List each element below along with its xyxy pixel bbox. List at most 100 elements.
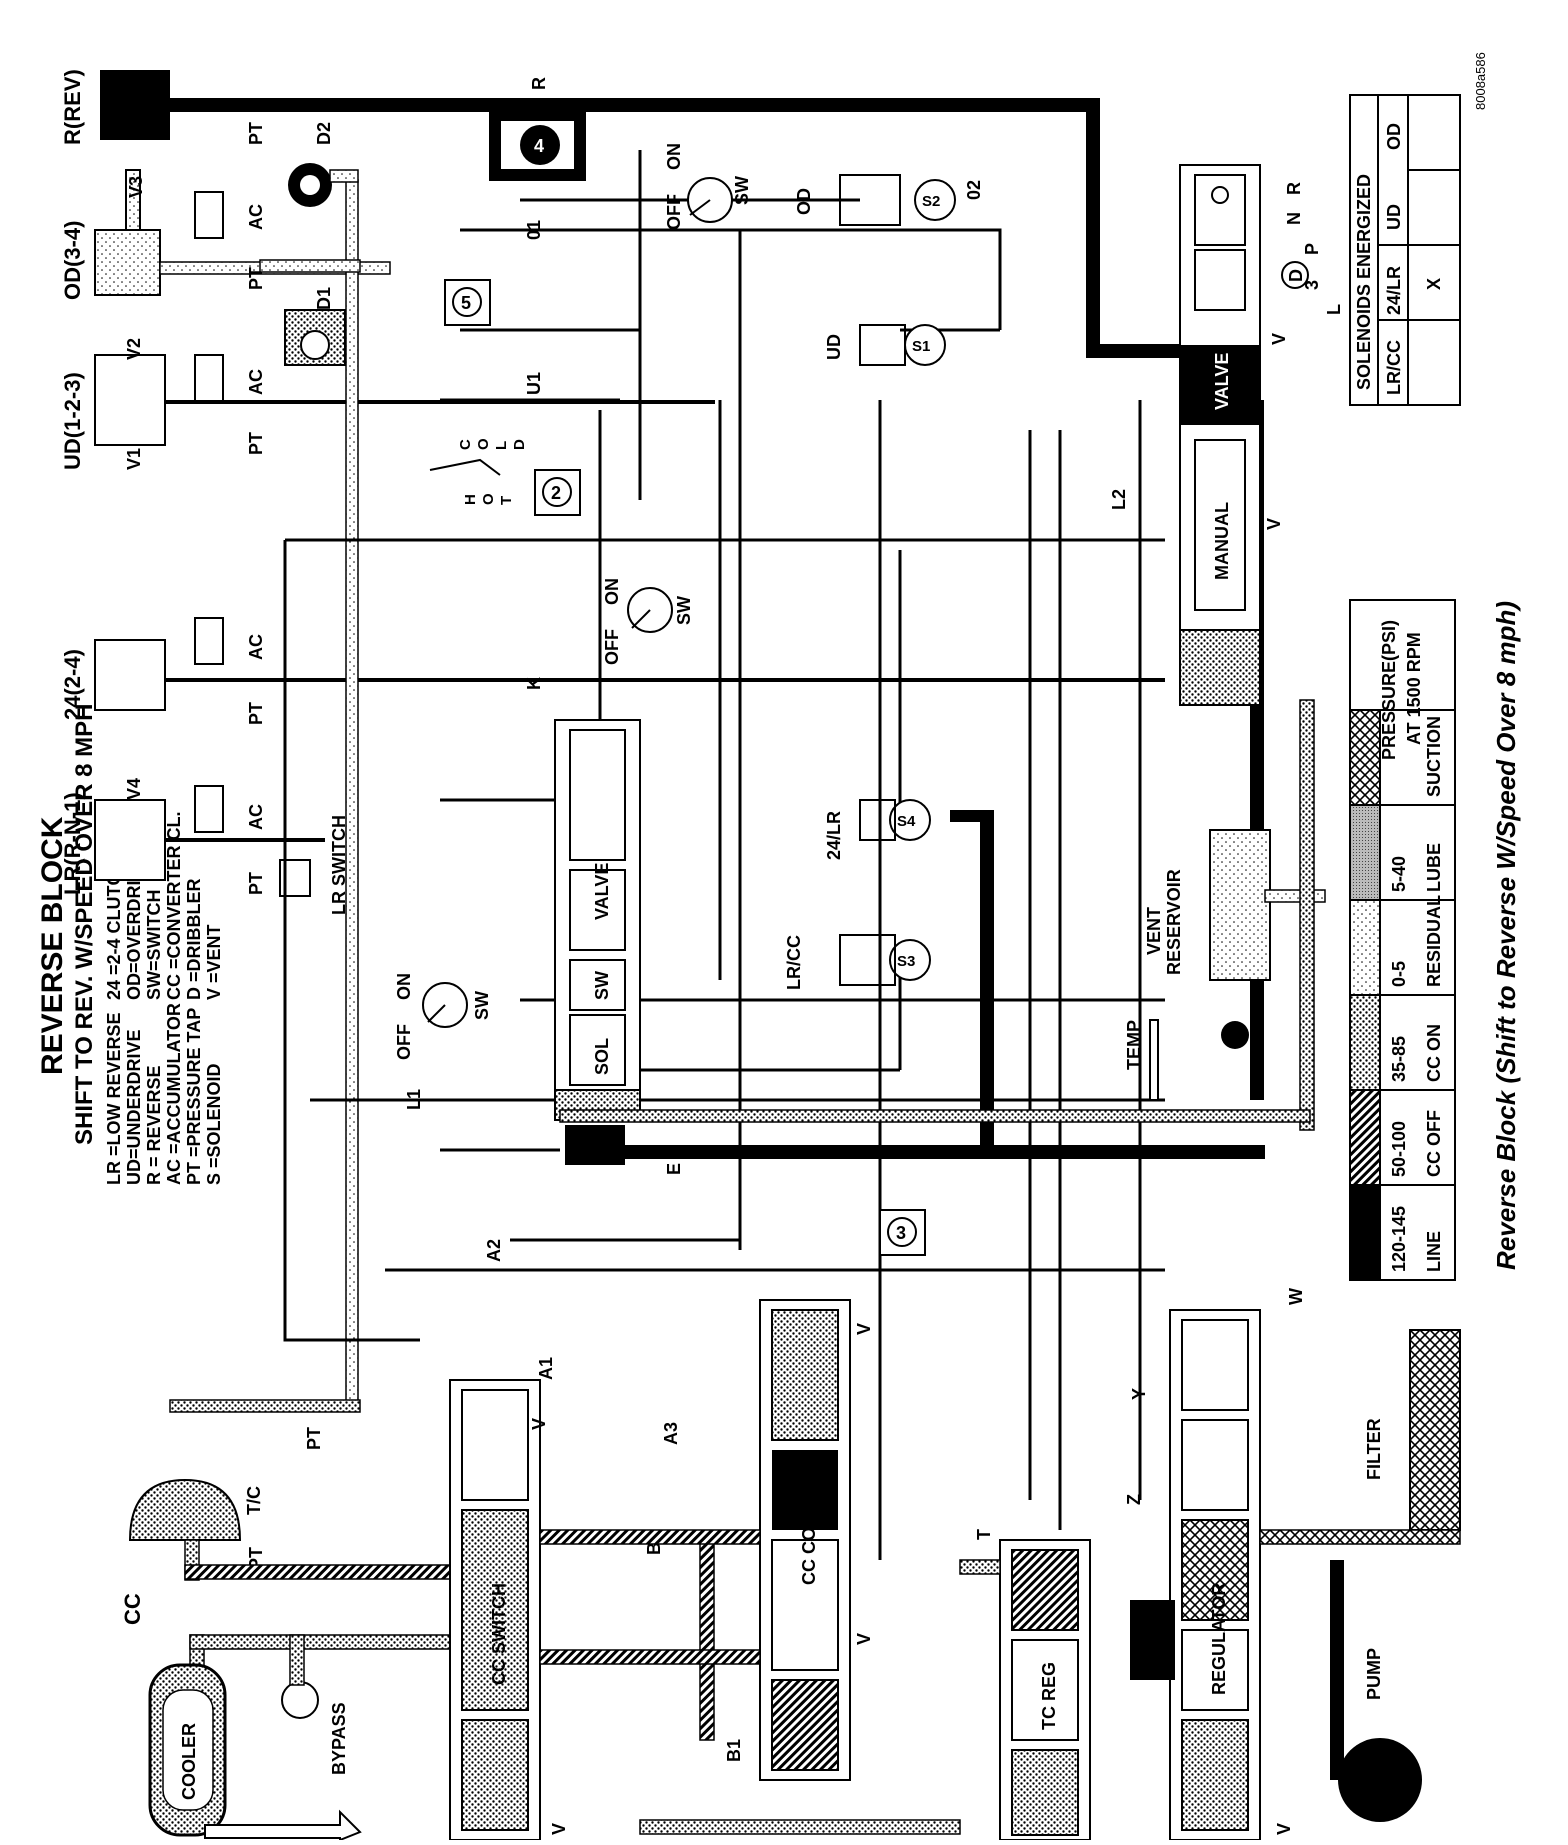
pressure-switch-24: OFF ON SW	[602, 578, 694, 665]
line-pressure-reverse-feed: E	[370, 98, 1265, 1175]
svg-text:L1: L1	[404, 1089, 424, 1110]
tc-regulator-valve: TC REG	[959, 1539, 1091, 1841]
pressure-name-0: LINE	[1424, 1231, 1444, 1272]
clutch-rev: R(REV) PT	[60, 69, 370, 145]
svg-text:V: V	[854, 1633, 874, 1645]
vent-reservoir: VENT RESERVOIR TEMP	[559, 699, 1326, 1131]
svg-text:A2: A2	[484, 1239, 504, 1262]
clutch-24: 24(2-4) PT AC K	[60, 617, 1165, 725]
solenoid-switch-valve: VALVE SW SOL	[554, 719, 641, 1165]
abbr-cc: CC =CONVERTER CL.	[164, 811, 184, 1000]
pressure-swatch-3	[1349, 899, 1381, 996]
svg-text:UD: UD	[824, 334, 844, 360]
svg-text:V1: V1	[124, 448, 144, 470]
svg-text:CC: CC	[120, 1593, 145, 1625]
svg-text:D: D	[511, 439, 528, 450]
abbr-sw: SW=SWITCH	[144, 890, 164, 1001]
svg-text:SW: SW	[732, 176, 752, 205]
svg-text:2: 2	[551, 483, 561, 503]
title-block: REVERSE BLOCK SHIFT TO REV. W/SPEED OVER…	[36, 704, 98, 1145]
solenoid-s1: S1 UD	[824, 324, 946, 366]
check-ball-3: 3	[879, 1209, 926, 1256]
svg-text:OD: OD	[794, 188, 814, 215]
svg-text:01: 01	[524, 220, 544, 240]
svg-text:TC REG: TC REG	[1039, 1662, 1059, 1730]
abbr-24: 24 =2-4 CLUTCH	[104, 859, 124, 1000]
svg-text:PT: PT	[246, 702, 266, 725]
svg-text:L: L	[493, 441, 510, 450]
svg-text:T: T	[974, 1529, 994, 1540]
svg-text:R: R	[529, 77, 549, 90]
page-subtitle: SHIFT TO REV. W/SPEED OVER 8 MPH	[71, 704, 98, 1145]
svg-text:LR/CC: LR/CC	[784, 935, 804, 990]
svg-text:PUMP: PUMP	[1364, 1648, 1384, 1700]
svg-text:V3: V3	[126, 176, 146, 198]
pressure-switch-lr: OFF ON SW	[394, 973, 492, 1060]
svg-text:D2: D2	[314, 122, 334, 145]
svg-text:LR(R-N-1): LR(R-N-1)	[60, 792, 85, 895]
solenoid-table-heading: SOLENOIDS ENERGIZED	[1354, 174, 1374, 390]
svg-text:P: P	[1302, 243, 1322, 255]
svg-text:VENT: VENT	[1144, 907, 1164, 955]
manual-valve: VALVE MANUAL V V R N P D 3 L	[1179, 164, 1344, 706]
pressure-swatch-0	[1349, 1184, 1381, 1281]
svg-text:V: V	[529, 1418, 549, 1430]
svg-text:AC: AC	[246, 204, 266, 230]
pressure-regulator-valve: REGULATOR V	[1130, 1309, 1294, 1841]
svg-text:SW: SW	[674, 596, 694, 625]
cooler-circuit: COOLER BYPASS	[148, 1634, 491, 1842]
svg-text:OFF: OFF	[664, 194, 684, 230]
svg-text:3: 3	[1302, 280, 1322, 290]
svg-text:ON: ON	[664, 143, 684, 170]
svg-text:AC: AC	[246, 804, 266, 830]
svg-text:RESERVOIR: RESERVOIR	[1164, 869, 1184, 975]
svg-text:OFF: OFF	[602, 629, 622, 665]
svg-text:V4: V4	[124, 778, 144, 800]
svg-text:O: O	[480, 493, 497, 505]
svg-text:V: V	[1269, 333, 1289, 345]
svg-text:MANUAL: MANUAL	[1212, 502, 1232, 580]
abbr-s: S =SOLENOID	[204, 1063, 224, 1185]
figure-caption: Reverse Block (Shift to Reverse W/Speed …	[1491, 601, 1521, 1270]
svg-text:PT: PT	[304, 1427, 324, 1450]
abbr-pt: PT =PRESSURE TAP	[184, 1008, 204, 1185]
solenoid-s2: S2 OD	[794, 174, 956, 226]
svg-text:ON: ON	[602, 578, 622, 605]
pressure-name-3: RESIDUAL	[1424, 895, 1444, 987]
svg-text:V: V	[1274, 1823, 1294, 1835]
pressure-name-1: CC OFF	[1424, 1110, 1444, 1177]
svg-text:SW: SW	[472, 991, 492, 1020]
svg-text:E: E	[664, 1163, 684, 1175]
solenoid-s4: S4 24/LR	[824, 799, 931, 860]
svg-text:PT: PT	[246, 872, 266, 895]
abbr-ud: UD=UNDERDRIVE	[124, 1029, 144, 1185]
svg-text:C: C	[457, 439, 474, 450]
svg-text:SOL: SOL	[592, 1038, 612, 1075]
solenoid-energized-table: SOLENOIDS ENERGIZED LR/CC 24/LR UD OD X	[1349, 94, 1461, 406]
svg-text:K: K	[524, 677, 544, 690]
svg-text:R(REV): R(REV)	[60, 69, 85, 145]
svg-text:V: V	[1264, 518, 1284, 530]
sol-col-lrcc: LR/CC	[1384, 340, 1404, 395]
pressure-range-2: 35-85	[1389, 1036, 1409, 1082]
check-ball-4: 4 R	[489, 77, 586, 181]
pressure-range-3: 0-5	[1389, 961, 1409, 987]
filter: FILTER	[1259, 1329, 1461, 1545]
svg-text:S4: S4	[897, 813, 916, 830]
abbr-od: OD=OVERDRIVE	[124, 856, 144, 1000]
svg-text:PRESSURE(PSI): PRESSURE(PSI)	[1379, 620, 1399, 760]
pressure-swatch-5	[1349, 709, 1381, 806]
svg-text:VALVE: VALVE	[1212, 353, 1232, 410]
svg-text:T/C: T/C	[244, 1486, 264, 1515]
bypass-label: BYPASS	[329, 1702, 349, 1775]
svg-text:Z: Z	[1124, 1494, 1144, 1505]
svg-text:CC CONT: CC CONT	[799, 1503, 819, 1585]
svg-text:B1: B1	[724, 1739, 744, 1762]
line-labels: 01 02 U1 L1 L2 A1 A2 A3 B1 B2 T W Y Z	[404, 180, 1306, 1762]
figure-code: 8008a586	[1473, 52, 1488, 110]
svg-text:S3: S3	[897, 953, 915, 970]
abbr-ac: AC =ACCUMULATOR	[164, 1003, 184, 1185]
check-ball-5: 5	[444, 279, 491, 326]
svg-text:S2: S2	[922, 193, 940, 210]
